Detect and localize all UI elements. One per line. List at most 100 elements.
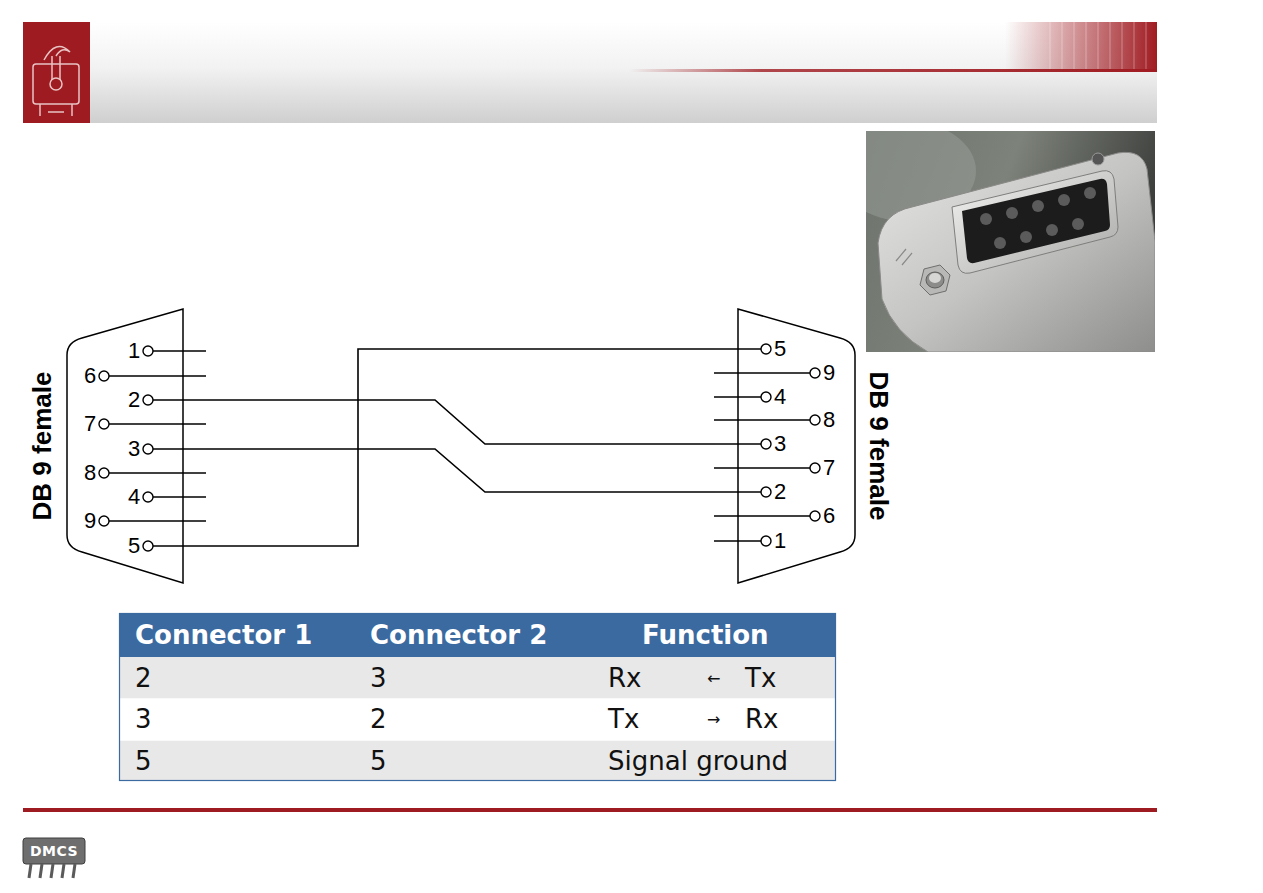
pin-number-cell: 5 [370,745,387,777]
pin-circle [761,487,771,497]
pin-number-cell: 3 [370,662,387,694]
connector-label: DB 9 female [864,372,894,521]
header-red-block [1005,22,1157,70]
connector-pin: 8 [714,407,855,433]
pin-circle [761,392,771,402]
pin-number: 8 [84,460,96,486]
connector-pin: 8 [64,460,206,486]
pin-circle [143,541,153,551]
pin-symbol [108,436,206,462]
signal-name: Tx [745,662,776,694]
pin-stub [153,448,206,449]
pin-circle [761,344,771,354]
footer-red-line [23,808,1157,812]
pin-stub [153,545,206,546]
connector-label: DB 9 female [27,372,57,521]
pin-number: 4 [128,484,140,510]
pin-circle [99,516,109,526]
pin-number: 6 [823,503,835,529]
pin-circle [99,468,109,478]
pin-number: 1 [128,338,140,364]
pin-circle [761,439,771,449]
pin-number: 6 [84,363,96,389]
pin-stub [153,496,206,497]
pin-number-cell: 2 [370,703,387,735]
connector-pin: 7 [714,455,855,481]
connector-pin: 5 [714,336,806,362]
pin-symbol [714,528,806,554]
pin-number-cell: 2 [135,662,152,694]
table-header-row [119,613,836,657]
pin-stub [714,372,810,373]
connector-pin: 5 [108,533,206,559]
pin-stub [153,350,206,351]
pin-number-cell: 5 [135,745,152,777]
pin-stub [109,375,206,376]
logo-emblem [33,47,79,116]
pin-stub [153,399,206,400]
table-header: Function [642,619,769,651]
connector-pin: 6 [714,503,855,529]
pin-symbol [714,336,806,362]
pin-number-cell: 3 [135,703,152,735]
pin-stub [109,472,206,473]
signal-name: Rx [608,662,641,694]
connector-pin: 4 [714,384,806,410]
connector-pin: 4 [108,484,206,510]
pin-stub [714,491,761,492]
wire [206,349,714,546]
pin-number: 9 [84,508,96,534]
pin-circle [143,395,153,405]
connector-pin: 1 [714,528,806,554]
logo-text: DMCS [30,843,78,859]
pin-circle [143,492,153,502]
pin-number: 9 [823,360,835,386]
direction-arrow: → [707,710,720,730]
pin-number: 5 [774,336,786,362]
function-cell: Signal ground [608,745,788,777]
pin-symbol [714,431,806,457]
pin-number: 4 [774,384,786,410]
table-row [119,740,836,781]
pin-symbol [714,384,806,410]
connector-pin: 7 [64,411,206,437]
table-header: Connector 1 [135,619,312,651]
connector-pin: 1 [108,338,206,364]
pin-number: 2 [128,387,140,413]
connector-pin: 3 [714,431,806,457]
pin-stub [109,520,206,521]
connector-pin: 6 [64,363,206,389]
connector-shell [738,309,855,583]
pin-number: 7 [823,455,835,481]
pin-symbol [714,479,806,505]
pin-circle [810,511,820,521]
table-row-dividers [119,699,836,740]
pin-stub [714,467,810,468]
pin-symbol [108,338,206,364]
pin-stub [714,540,761,541]
connector-pin: 2 [714,479,806,505]
pin-number: 3 [774,431,786,457]
connector-pin: 3 [108,436,206,462]
pin-symbol [108,387,206,413]
wire [206,449,714,492]
connector-pin: 2 [108,387,206,413]
table-header: Connector 2 [370,619,547,651]
pin-circle [810,463,820,473]
pin-circle [143,346,153,356]
connector-pin: 9 [714,360,855,386]
connector-pin: 9 [64,508,206,534]
wire [206,400,714,444]
header-red-line [630,69,1157,72]
pin-number: 1 [774,528,786,554]
pin-number: 8 [823,407,835,433]
pin-circle [761,536,771,546]
pin-circle [143,444,153,454]
pin-symbol [108,484,206,510]
direction-arrow: ← [707,669,720,689]
pin-stub [714,443,761,444]
pin-circle [810,368,820,378]
table-outline [120,614,836,781]
